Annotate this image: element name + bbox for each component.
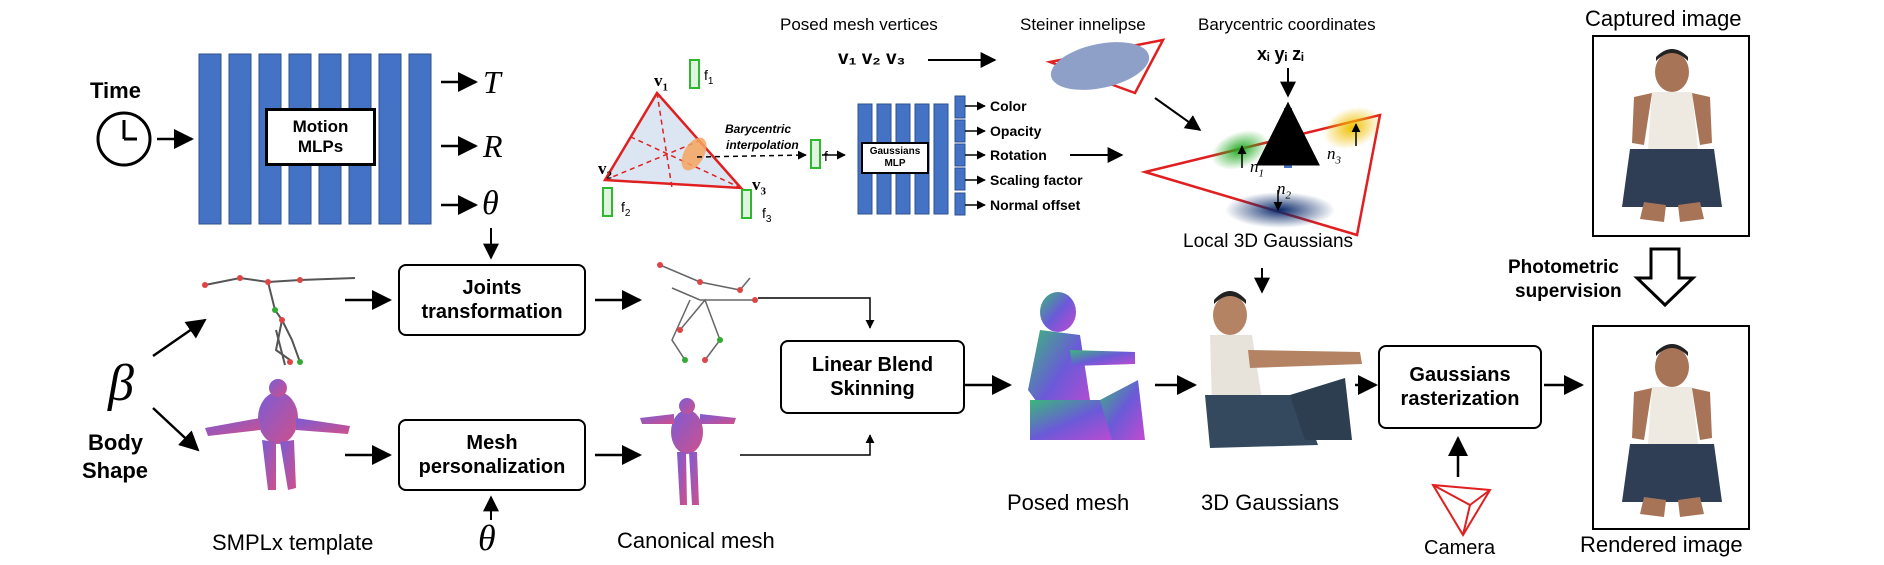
mesh-to-lbs-connector [740, 434, 875, 456]
posed-mesh-caption: Posed mesh [1007, 490, 1130, 515]
steiner-label: Steiner innelipse [1020, 15, 1146, 34]
barycentric-label: Barycentric coordinates [1198, 15, 1376, 34]
interp-line2: interpolation [726, 138, 799, 152]
triangle-diagram [602, 59, 821, 219]
mlp-output-rotation: Rotation [990, 147, 1047, 163]
gmlp-line1: Gaussians [869, 146, 921, 157]
beta-arrow-up [152, 318, 207, 358]
body-label-line1: Body [88, 430, 143, 455]
theta-bottom: θ [478, 518, 496, 558]
mlp-output-opacity: Opacity [990, 123, 1042, 139]
local-gaussians-figure [1140, 101, 1382, 237]
gmlp-line2: MLP [884, 158, 906, 169]
interpolation-arrow [696, 150, 807, 160]
smplx-caption: SMPLx template [212, 530, 374, 555]
camera-icon [1431, 483, 1492, 537]
transformed-skeleton [659, 264, 755, 361]
n1-label: n1 [1250, 157, 1264, 180]
clock-icon [96, 111, 152, 167]
local-gaussians-caption: Local 3D Gaussians [1183, 231, 1354, 252]
steiner-ellipse-icon [1045, 38, 1166, 95]
captured-caption: Captured image [1585, 6, 1742, 31]
mlp-output-scaling: Scaling factor [990, 172, 1083, 188]
skeleton-joints [202, 275, 303, 365]
rendered-image [1592, 325, 1750, 530]
vertices-formula: v₁ v₂ v₃ [838, 48, 906, 69]
v1-label: v1 [654, 71, 668, 94]
rendered-caption: Rendered image [1580, 532, 1743, 557]
canonical-caption: Canonical mesh [617, 528, 775, 553]
joints-line1: Joints [462, 277, 522, 299]
posed-vertices-label: Posed mesh vertices [780, 15, 938, 34]
lbs-line1: Linear Blend [811, 354, 934, 376]
mesh-line1: Mesh [466, 432, 518, 454]
lbs-line2: Skinning [830, 378, 915, 400]
output-T: T [483, 64, 501, 100]
f3-label: f3 [762, 205, 772, 225]
gaussians-3d-caption: 3D Gaussians [1201, 490, 1340, 515]
smplx-template-figure [205, 379, 350, 490]
photometric-line1: Photometric [1508, 257, 1619, 278]
captured-person-icon [1622, 49, 1722, 222]
beta-symbol: β [108, 355, 134, 412]
raster-line2: rasterization [1400, 388, 1520, 410]
motion-label-line2: MLPs [297, 137, 344, 156]
mlp-output-arrows [822, 101, 986, 210]
steiner-arrow [1154, 97, 1202, 131]
mlp-output-normal-offset: Normal offset [990, 197, 1081, 213]
posed-mesh-figure [1028, 292, 1145, 440]
motion-label-line1: Motion [292, 116, 349, 136]
canonical-mesh-figure [640, 398, 736, 505]
beta-arrow-down [152, 407, 200, 452]
body-label-line2: Shape [82, 458, 149, 483]
joints-line2: transformation [421, 301, 563, 323]
output-R: R [483, 128, 503, 164]
transformed-joints [657, 262, 758, 363]
mesh-line2: personalization [418, 456, 566, 478]
time-label: Time [90, 78, 141, 103]
f1-label: f1 [704, 67, 714, 87]
mlp-output-color: Color [990, 98, 1027, 114]
f2-label: f2 [621, 199, 631, 219]
photometric-arrow-icon [1633, 247, 1697, 308]
raster-line1: Gaussians [1409, 364, 1511, 386]
v3-label: v3 [752, 175, 766, 198]
rendered-person-icon [1622, 344, 1722, 517]
interp-line1: Barycentric [725, 122, 792, 136]
n3-label: n3 [1327, 144, 1341, 167]
xyz-label: xᵢ yᵢ zᵢ [1257, 44, 1304, 64]
f-label: f [824, 148, 828, 164]
v2-label: v2 [598, 159, 612, 182]
captured-image [1592, 35, 1750, 237]
n2-label: n2 [1277, 179, 1291, 202]
camera-caption: Camera [1424, 537, 1496, 559]
photometric-line2: supervision [1515, 281, 1622, 302]
output-theta: θ [482, 185, 499, 222]
gaussians-person-figure [1205, 291, 1362, 448]
joints-to-lbs-connector [758, 297, 875, 329]
